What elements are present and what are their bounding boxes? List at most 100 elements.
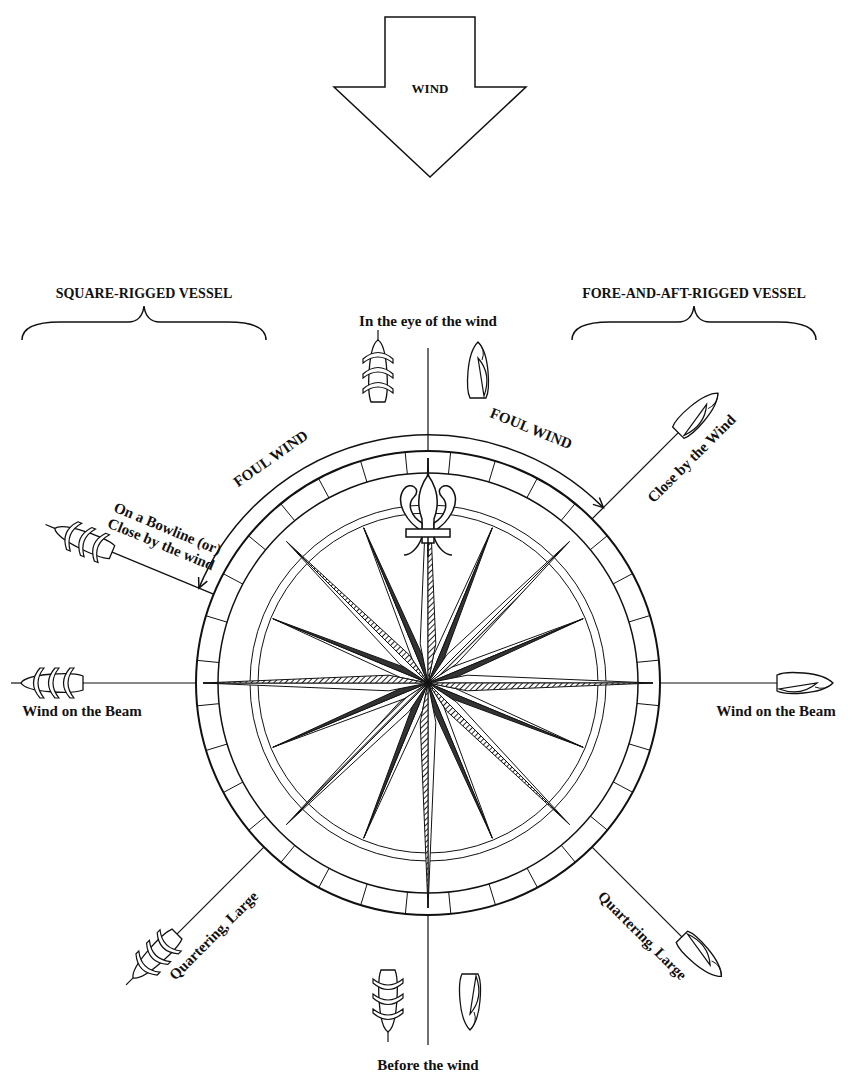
fore-and-aft-vessel xyxy=(460,974,481,1030)
drawing-stroke xyxy=(561,504,575,521)
drawing-stroke xyxy=(590,536,607,550)
star-point xyxy=(428,683,436,908)
drawing-stroke xyxy=(405,452,407,474)
drawing-stroke xyxy=(613,782,632,792)
drawing-stroke xyxy=(590,816,607,830)
drawing-stroke xyxy=(126,978,133,985)
star-point xyxy=(428,675,653,683)
drawing-stroke xyxy=(637,703,659,705)
drawing-stroke xyxy=(249,536,266,550)
drawing-stroke xyxy=(363,368,393,379)
drawing-stroke xyxy=(206,616,227,622)
arrowhead xyxy=(593,497,604,507)
foul-wind-label: FOUL WIND xyxy=(230,427,311,491)
drawing-stroke xyxy=(49,668,60,698)
drawing-stroke xyxy=(373,994,403,1005)
drawing-stroke xyxy=(779,683,817,692)
drawing-stroke xyxy=(449,892,451,914)
drawing-stroke xyxy=(705,393,721,409)
drawing-stroke xyxy=(637,660,659,662)
drawing-stroke xyxy=(64,668,75,698)
fore-and-aft-vessel xyxy=(777,673,833,694)
drawing-stroke xyxy=(387,1032,388,1042)
star-point xyxy=(203,683,428,691)
drawing-stroke xyxy=(361,461,367,482)
outer-ring xyxy=(196,451,660,915)
point-of-sail: Before the wind xyxy=(377,1057,478,1074)
drawing-stroke xyxy=(405,892,407,914)
group-heading: FORE-AND-AFT-RIGGED VESSEL xyxy=(582,286,806,302)
star-point xyxy=(203,675,428,683)
fleur-de-lis xyxy=(401,475,456,557)
drawing-stroke xyxy=(478,342,483,360)
star-point xyxy=(420,683,428,908)
drawing-stroke xyxy=(249,816,266,830)
square-rigged-vessel xyxy=(363,330,393,402)
drawing-stroke xyxy=(281,845,295,862)
drawing-stroke xyxy=(404,537,452,557)
drawing-stroke xyxy=(373,979,403,990)
drawing-stroke xyxy=(401,486,422,531)
drawing-stroke xyxy=(206,744,227,750)
drawing-stroke xyxy=(468,342,489,398)
drawing-stroke xyxy=(629,744,650,750)
drawing-stroke xyxy=(815,683,833,688)
drawing-stroke xyxy=(361,884,367,905)
drawing-stroke xyxy=(223,782,242,792)
arrowhead xyxy=(199,577,208,588)
drawing-stroke xyxy=(363,383,393,394)
drawing-stroke xyxy=(223,574,242,584)
drawing-stroke xyxy=(470,1012,475,1030)
star-point xyxy=(428,542,569,683)
star-point xyxy=(287,542,428,683)
square-rigged-vessel xyxy=(373,970,403,1042)
drawing-stroke xyxy=(46,525,55,529)
group-heading: SQUARE-RIGGED VESSEL xyxy=(56,286,233,302)
arrow-shape xyxy=(334,17,526,177)
star-point xyxy=(428,683,653,691)
compass-rose xyxy=(28,348,828,1045)
square-rigged-vessel xyxy=(11,668,83,698)
drawing-stroke xyxy=(434,486,455,531)
star-point xyxy=(428,683,569,824)
arrow-outline xyxy=(330,15,530,180)
wind-label: WIND xyxy=(385,81,475,97)
drawing-stroke xyxy=(319,478,329,497)
point-of-sail: Wind on the Beam xyxy=(22,703,141,720)
drawing-stroke xyxy=(629,616,650,622)
drawing-stroke xyxy=(377,330,378,340)
drawing-stroke xyxy=(489,884,495,905)
drawing-stroke xyxy=(448,452,450,474)
drawing-stroke xyxy=(319,868,329,887)
drawing-stroke xyxy=(777,673,833,694)
star-point xyxy=(287,683,428,824)
vessels xyxy=(11,330,833,1042)
point-of-sail: Quartering, Large xyxy=(167,888,263,984)
drawing-stroke xyxy=(197,660,219,662)
point-of-sail: Quartering, Large xyxy=(594,888,690,984)
drawing-stroke xyxy=(683,932,716,965)
drawing-stroke xyxy=(561,845,575,862)
drawing-stroke xyxy=(88,531,109,563)
brace xyxy=(572,306,816,340)
star-point xyxy=(428,542,569,683)
drawing-stroke xyxy=(489,461,495,482)
drawing-stroke xyxy=(373,1009,403,1020)
drawing-stroke xyxy=(470,976,479,1014)
drawing-stroke xyxy=(34,668,45,698)
drawing-stroke xyxy=(527,478,537,497)
wind-arrow: WIND xyxy=(330,15,530,180)
drawing-stroke xyxy=(281,504,295,521)
drawing-stroke xyxy=(363,353,393,364)
drawing-stroke xyxy=(460,974,481,1030)
star-point xyxy=(428,683,569,824)
drawing-stroke xyxy=(527,868,537,887)
fore-and-aft-vessel xyxy=(468,342,489,398)
point-of-sail: Wind on the Beam xyxy=(716,703,835,720)
star-point xyxy=(287,683,428,824)
drawing-stroke xyxy=(406,529,450,537)
point-of-sail: In the eye of the wind xyxy=(359,313,497,330)
drawing-stroke xyxy=(613,574,632,584)
point-of-sail: On a Bowline (or) Close by the wind xyxy=(93,494,236,579)
